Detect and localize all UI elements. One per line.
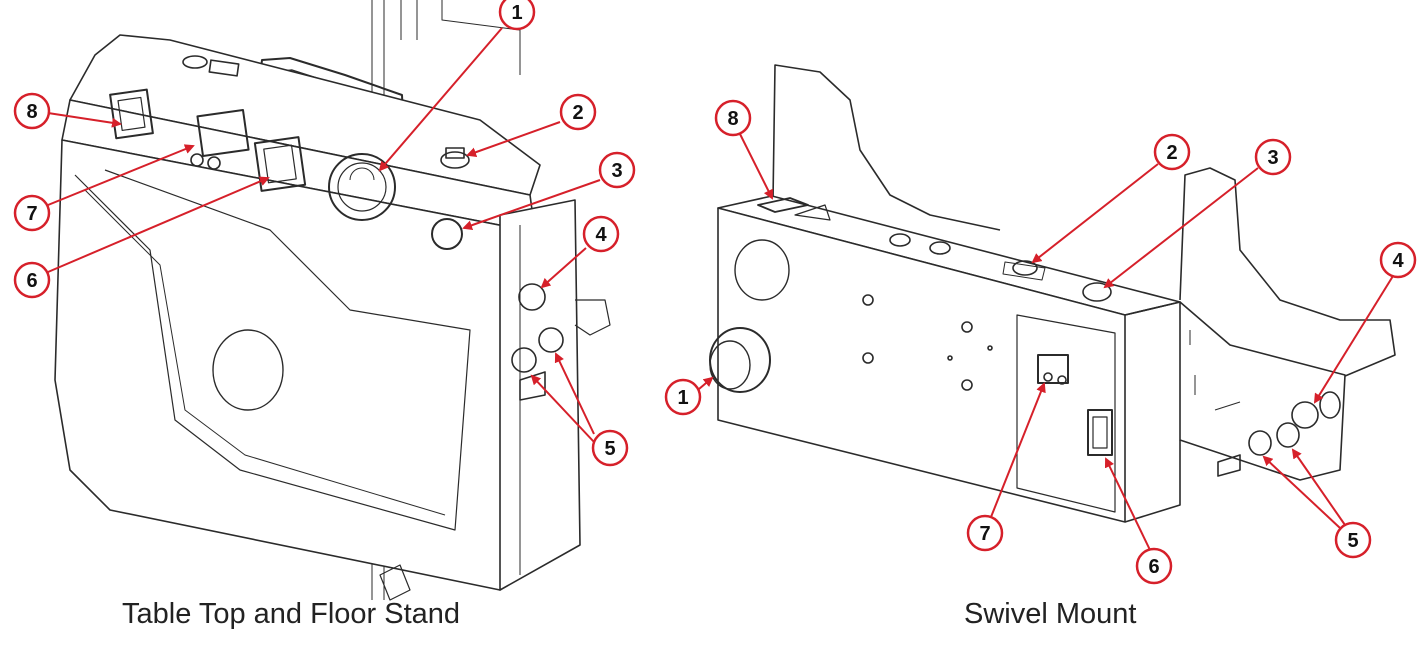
callout-leader-right-2 [1031, 163, 1159, 264]
callout-leader-right-4 [1313, 275, 1394, 404]
callout-number-right-7: 7 [979, 523, 990, 545]
callout-leader-right-7 [990, 382, 1046, 518]
callout-circle-left-6 [13, 261, 51, 299]
callout-circle-left-2 [559, 93, 597, 131]
callout-number-right-4: 4 [1392, 250, 1404, 272]
callout-circle-left-5 [591, 429, 629, 467]
callout-circle-left-7 [13, 194, 51, 232]
caption-swivel-mount: Swivel Mount [964, 598, 1137, 630]
callout-leader-left-5a [554, 352, 595, 435]
callout-leader-left-4 [540, 247, 587, 289]
callout-leader-left-3 [462, 179, 601, 231]
callout-circle-right-4 [1379, 241, 1417, 279]
callout-leader-left-7 [47, 144, 195, 206]
callout-circle-right-5 [1334, 521, 1372, 559]
callout-leader-right-5a [1262, 455, 1341, 529]
callout-circle-right-3 [1254, 138, 1292, 176]
callout-circle-right-7 [966, 514, 1004, 552]
callout-number-left-4: 4 [595, 224, 607, 246]
callout-number-right-8: 8 [727, 108, 738, 130]
callout-number-left-6: 6 [26, 270, 37, 292]
table-top-floor-stand-illustration [54, 0, 611, 601]
callout-number-right-2: 2 [1166, 142, 1177, 164]
callout-number-right-3: 3 [1267, 147, 1278, 169]
left-callouts: 1 2 3 4 5 6 7 8 [13, 0, 636, 467]
callout-circle-left-4 [582, 215, 620, 253]
callout-leader-left-6 [47, 176, 270, 273]
callout-leader-left-2 [466, 121, 561, 158]
callout-number-right-5: 5 [1347, 530, 1358, 552]
callout-leader-left-5b [530, 374, 595, 443]
callout-number-left-3: 3 [611, 160, 622, 182]
callout-number-left-5: 5 [604, 438, 615, 460]
callout-leader-left-8 [47, 112, 122, 128]
callout-leader-left-1 [378, 27, 503, 172]
callout-number-left-7: 7 [26, 203, 37, 225]
callout-leader-right-6 [1104, 457, 1151, 551]
callout-circle-left-1 [498, 0, 536, 31]
right-callouts: 1 2 3 4 5 6 7 8 [664, 99, 1417, 585]
callout-number-left-2: 2 [572, 102, 583, 124]
callout-number-left-1: 1 [511, 2, 522, 24]
callout-circle-right-1 [664, 378, 702, 416]
callout-circle-right-2 [1153, 133, 1191, 171]
callout-leader-right-5b [1291, 448, 1346, 526]
callout-circle-right-6 [1135, 547, 1173, 585]
callout-circle-left-8 [13, 92, 51, 130]
callout-number-right-6: 6 [1148, 556, 1159, 578]
callout-leader-right-8 [739, 133, 773, 200]
callout-leader-right-1 [698, 376, 714, 390]
callout-leader-right-3 [1103, 167, 1259, 289]
callout-number-left-8: 8 [26, 101, 37, 123]
caption-table-top-floor-stand: Table Top and Floor Stand [122, 598, 461, 630]
callout-circle-right-8 [714, 99, 752, 137]
callout-number-right-1: 1 [677, 387, 688, 409]
callout-circle-left-3 [598, 151, 636, 189]
swivel-mount-illustration [709, 64, 1396, 523]
